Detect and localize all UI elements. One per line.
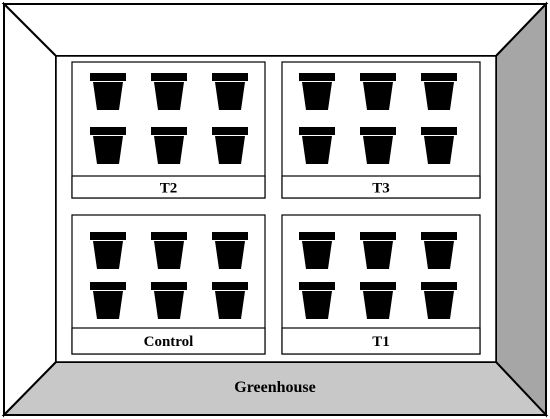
pot-icon [151, 282, 187, 319]
bench-label: T2 [160, 181, 178, 197]
pot-grid [90, 73, 248, 164]
bench-label-box [71, 327, 266, 355]
pot-grid [90, 232, 248, 319]
pot-icon [299, 232, 335, 269]
bench-t3: T3 [281, 61, 481, 199]
pot-icon [212, 282, 248, 319]
pot-icon [360, 232, 396, 269]
pot-icon [151, 73, 187, 110]
pot-icon [212, 73, 248, 110]
left-wall [3, 1, 57, 418]
right-wall [495, 1, 547, 418]
pot-icon [151, 232, 187, 269]
pot-icon [299, 127, 335, 164]
pot-icon [212, 127, 248, 164]
pot-icon [299, 282, 335, 319]
bench-control: Control [71, 214, 266, 355]
pot-icon [421, 282, 457, 319]
pot-icon [421, 127, 457, 164]
bench-label-box [71, 175, 266, 199]
pot-icon [421, 232, 457, 269]
bench-label-box [281, 175, 481, 199]
pot-icon [90, 127, 126, 164]
bench-label: T1 [372, 334, 390, 350]
bench-label-box [281, 327, 481, 355]
bench-t1: T1 [281, 214, 481, 355]
greenhouse-label: Greenhouse [234, 379, 315, 396]
pot-icon [299, 73, 335, 110]
pot-icon [360, 73, 396, 110]
top-wall [1, 3, 549, 57]
pot-icon [212, 232, 248, 269]
pot-grid [299, 232, 457, 319]
pot-icon [90, 232, 126, 269]
pot-icon [151, 127, 187, 164]
pot-grid [299, 73, 457, 164]
pot-icon [360, 127, 396, 164]
bench-label: T3 [372, 181, 390, 197]
bench-label: Control [144, 334, 194, 350]
pot-icon [90, 73, 126, 110]
pot-icon [360, 282, 396, 319]
pot-icon [421, 73, 457, 110]
pot-icon [90, 282, 126, 319]
bench-t2: T2 [71, 61, 266, 199]
